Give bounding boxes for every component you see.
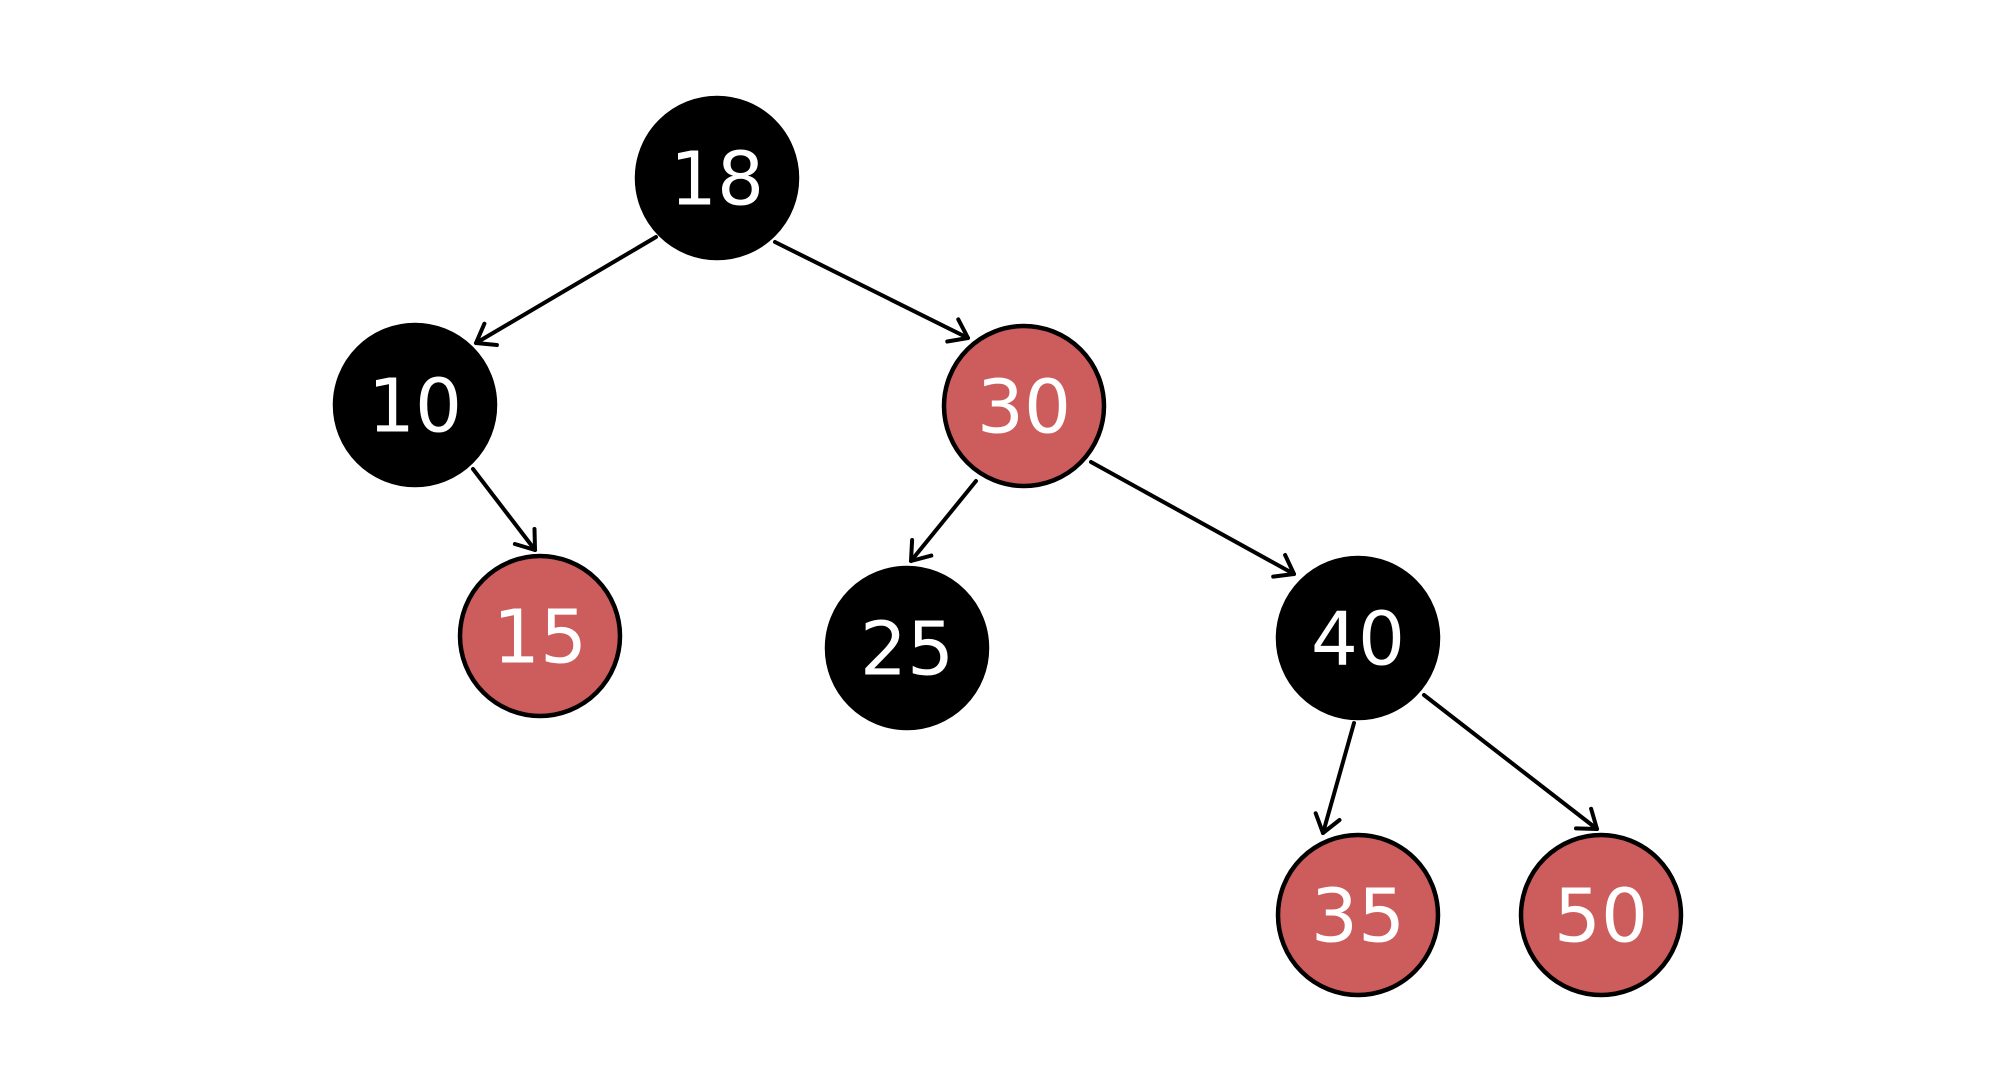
tree-node-25: 25 bbox=[824, 565, 990, 731]
edge-shaft-18-10 bbox=[474, 235, 658, 345]
node-label-50: 50 bbox=[1554, 873, 1648, 959]
node-circle-30 bbox=[941, 323, 1107, 489]
node-label-40: 40 bbox=[1311, 596, 1405, 682]
node-circle-35 bbox=[1275, 832, 1441, 998]
node-circle-15 bbox=[457, 553, 623, 719]
edge-shaft-30-40 bbox=[1089, 460, 1296, 576]
node-circle-25 bbox=[824, 565, 990, 731]
edge-30-40 bbox=[1089, 460, 1296, 579]
edge-shaft-18-30 bbox=[773, 240, 970, 340]
edge-shaft-10-15 bbox=[471, 467, 537, 552]
arrowhead-icon-30-40 bbox=[1271, 553, 1296, 579]
node-label-18: 18 bbox=[670, 136, 764, 222]
node-label-35: 35 bbox=[1311, 873, 1405, 959]
edge-40-35 bbox=[1313, 721, 1356, 835]
edge-10-15 bbox=[471, 467, 537, 552]
arrowhead-icon-10-15 bbox=[512, 527, 537, 552]
tree-node-18: 18 bbox=[634, 95, 800, 261]
tree-node-10: 10 bbox=[332, 322, 498, 488]
tree-node-40: 40 bbox=[1275, 555, 1441, 721]
node-label-15: 15 bbox=[493, 594, 587, 680]
arrowhead-icon-30-25 bbox=[909, 538, 934, 563]
edge-18-30 bbox=[773, 240, 970, 344]
tree-node-30: 30 bbox=[941, 323, 1107, 489]
edge-30-25 bbox=[909, 479, 978, 563]
arrowhead-icon-40-35 bbox=[1313, 811, 1342, 835]
edge-shaft-30-25 bbox=[909, 479, 978, 563]
edge-18-10 bbox=[474, 235, 658, 347]
edges-layer bbox=[471, 235, 1599, 835]
nodes-layer: 18 10 30 15 25 40 35 50 bbox=[332, 95, 1684, 998]
arrowhead-icon-18-30 bbox=[945, 317, 970, 344]
tree-node-50: 50 bbox=[1518, 832, 1684, 998]
edge-shaft-40-50 bbox=[1422, 693, 1599, 831]
node-label-10: 10 bbox=[368, 363, 462, 449]
node-circle-40 bbox=[1275, 555, 1441, 721]
node-label-25: 25 bbox=[860, 606, 954, 692]
node-circle-10 bbox=[332, 322, 498, 488]
node-circle-50 bbox=[1518, 832, 1684, 998]
tree-node-35: 35 bbox=[1275, 832, 1441, 998]
tree-node-15: 15 bbox=[457, 553, 623, 719]
arrowhead-icon-40-50 bbox=[1574, 806, 1599, 831]
edge-40-50 bbox=[1422, 693, 1599, 831]
node-label-30: 30 bbox=[977, 364, 1071, 450]
edge-shaft-40-35 bbox=[1321, 721, 1356, 835]
node-circle-18 bbox=[634, 95, 800, 261]
arrowhead-icon-18-10 bbox=[474, 321, 499, 347]
